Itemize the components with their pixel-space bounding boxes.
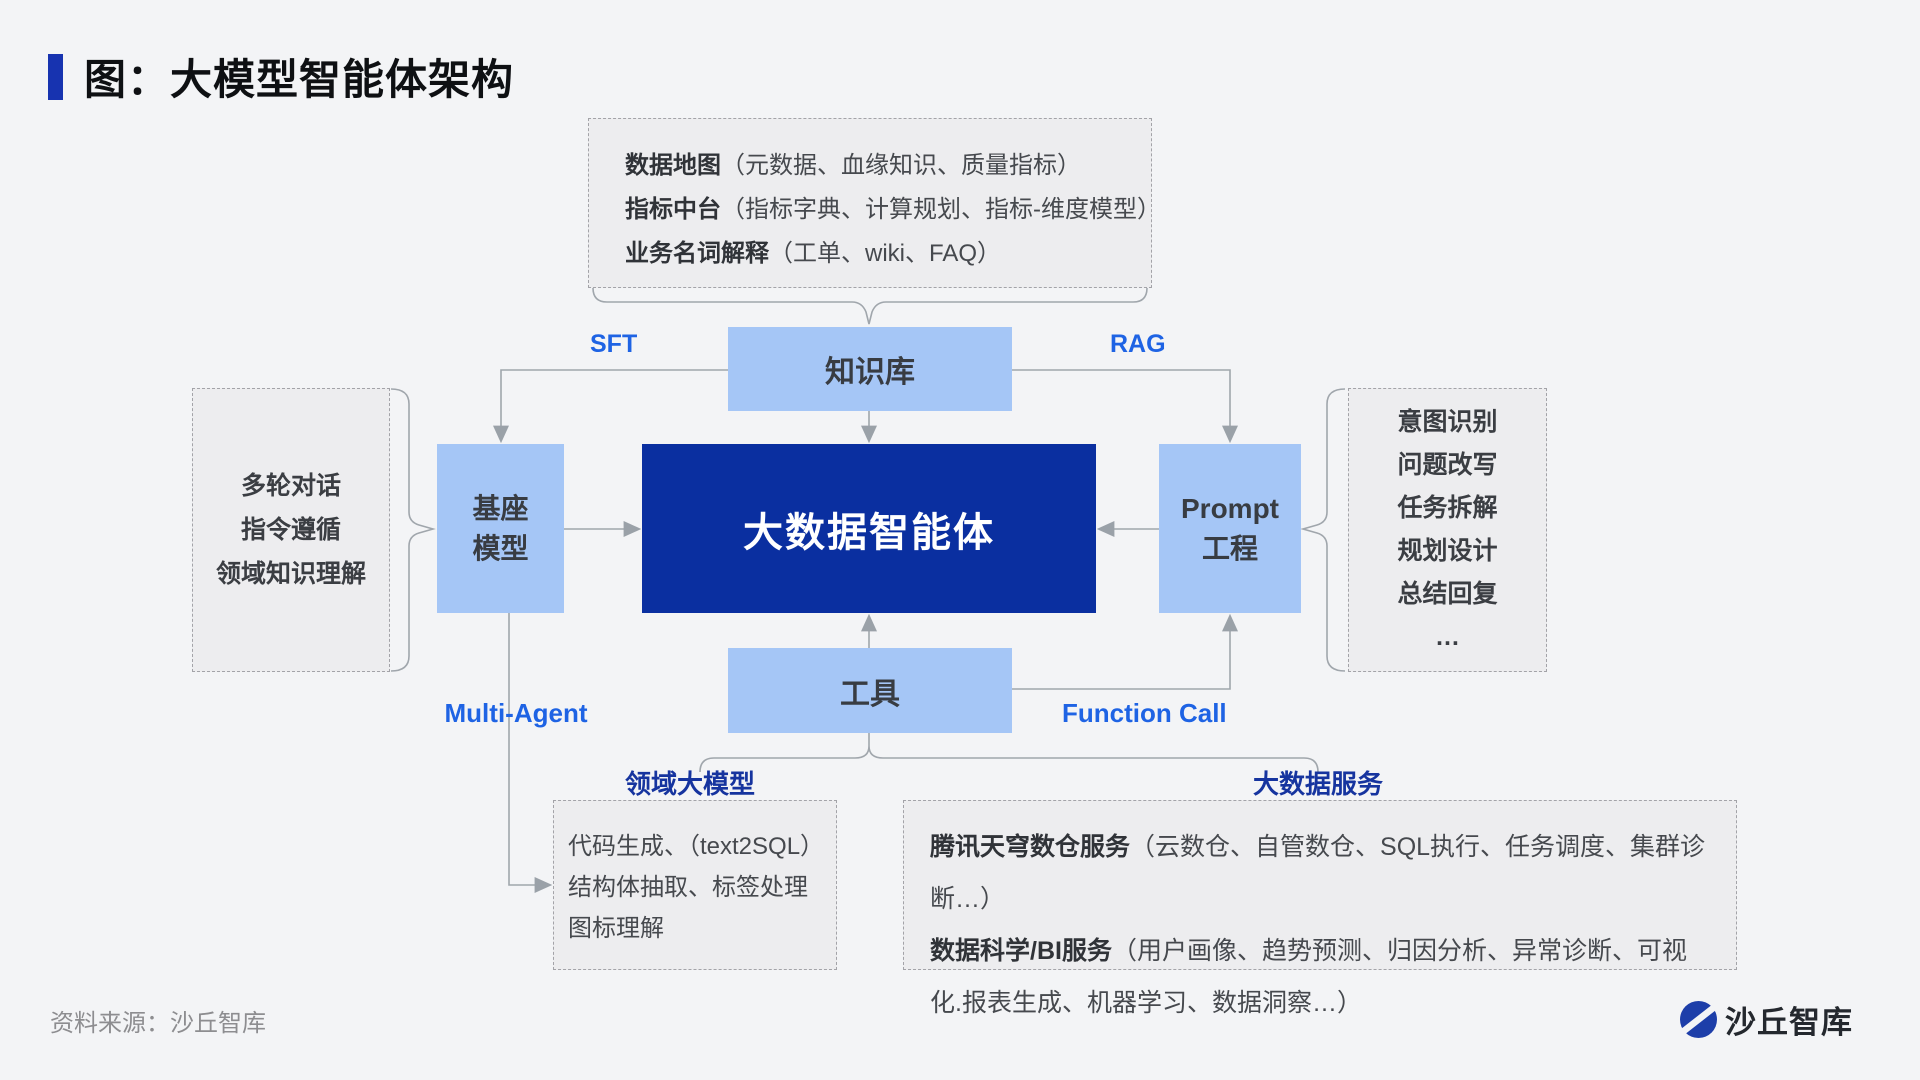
capability-item: 规划设计 [1397, 537, 1498, 565]
edge-function-call [1012, 613, 1238, 690]
domain-llm-item: 结构体抽取、标签处理 [568, 874, 808, 901]
group-label-bigdata-service: 大数据服务 [1252, 769, 1384, 799]
edge-label-multi-agent: Multi-Agent [444, 698, 588, 728]
edge-label-rag: RAG [1110, 330, 1166, 358]
capability-item: 问题改写 [1397, 451, 1498, 479]
brace-right-panel [1300, 388, 1346, 672]
knowledge-item: 指标中台（指标字典、计算规划、指标-维度模型） [625, 196, 1161, 223]
knowledge-sources-panel: 数据地图（元数据、血缘知识、质量指标） 指标中台（指标字典、计算规划、指标-维度… [588, 118, 1161, 288]
domain-llm-panel: 代码生成、（text2SQL） 结构体抽取、标签处理 图标理解 [553, 800, 837, 970]
brace-left-panel [390, 388, 436, 672]
capability-item: … [1435, 623, 1460, 651]
capability-item: 领域知识理解 [215, 560, 366, 588]
edge-label-function-call: Function Call [1062, 698, 1227, 728]
capability-item: 多轮对话 [240, 472, 341, 500]
brand-s-icon [1680, 1001, 1717, 1038]
edge-multi-agent [508, 613, 553, 893]
edge-sft [493, 369, 728, 444]
source-note: 资料来源：沙丘智库 [50, 1010, 266, 1037]
node-bigdata-agent: 大数据智能体 [642, 444, 1096, 613]
capability-item: 指令遵循 [240, 516, 341, 544]
group-label-domain-llm: 领域大模型 [624, 769, 756, 799]
edge-label-sft: SFT [590, 330, 638, 358]
capability-item: 意图识别 [1397, 408, 1498, 436]
edge-rag [1012, 369, 1238, 444]
base-model-capability-panel: 多轮对话 指令遵循 领域知识理解 [192, 388, 390, 672]
page-title: 图：大模型智能体架构 [84, 56, 515, 103]
domain-llm-item: 图标理解 [568, 915, 664, 942]
bigdata-service-panel: 腾讯天穹数仓服务（云数仓、自管数仓、SQL执行、任务调度、集群诊断…） 数据科学… [903, 800, 1737, 1017]
capability-item: 任务拆解 [1397, 494, 1498, 522]
node-knowledge-base: 知识库 [728, 327, 1012, 411]
knowledge-item: 数据地图（元数据、血缘知识、质量指标） [625, 152, 1081, 179]
brand-logo: 沙丘智库 [1680, 997, 1853, 1042]
brace-knowledge [592, 287, 1148, 325]
capability-item: 总结回复 [1397, 580, 1498, 608]
fork-tool [699, 733, 1319, 773]
node-base-model: 基座模型 [437, 444, 564, 613]
prompt-capability-panel: 意图识别 问题改写 任务拆解 规划设计 总结回复 … [1348, 388, 1547, 672]
knowledge-item: 业务名词解释（工单、wiki、FAQ） [625, 240, 1002, 267]
service-item: 腾讯天穹数仓服务（云数仓、自管数仓、SQL执行、任务调度、集群诊断…） [930, 833, 1706, 913]
title-accent-bar [48, 54, 63, 100]
node-tool: 工具 [728, 648, 1012, 733]
brand-name: 沙丘智库 [1725, 1005, 1853, 1040]
service-item: 数据科学/BI服务（用户画像、趋势预测、归因分析、异常诊断、可视化.报表生成、机… [930, 937, 1687, 1017]
domain-llm-item: 代码生成、（text2SQL） [568, 833, 825, 860]
